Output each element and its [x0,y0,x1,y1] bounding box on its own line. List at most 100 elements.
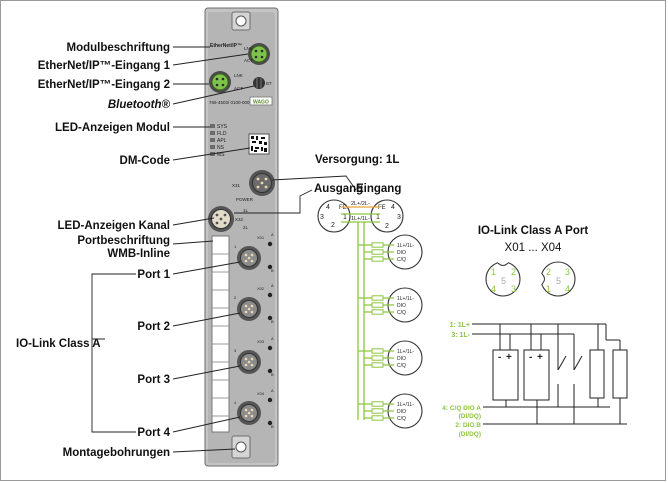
svg-text:1: 1 [343,214,347,221]
svg-text:B: B [271,372,274,377]
output-label: Ausgang [314,183,363,195]
led-ns: NS [217,145,225,151]
label-wmb-inline: WMB-Inline [107,248,170,260]
wire-label-1l: 1L+/1L- [351,216,370,222]
svg-text:+: + [506,352,512,363]
port-x03-label: X03 [257,339,265,344]
port-circuits: 1L+/1L-DIOC/Q1L+/1L-DIOC/Q1L+/1L-DIOC/Q1… [358,234,423,429]
wago-logo-text: WAGO [253,100,269,106]
label-mounting-holes: Montagebohrungen [63,447,170,459]
svg-text:1: 1 [546,284,551,294]
pwr-led-2l: 2L [243,225,249,230]
port-x02-label: X02 [257,286,265,291]
port2-act-label: ACT [234,86,243,91]
label-led-channel: LED-Anzeigen Kanal [58,220,170,232]
label-dm-code: DM-Code [120,155,170,167]
green-bus [357,222,365,420]
supply-pin1: 1: 1L+ [450,322,470,329]
svg-text:B: B [271,268,274,273]
port1-act-label: ACT [244,58,253,63]
top-mounting-hole [235,15,247,27]
svg-text:FE: FE [339,205,347,211]
port-circuit-pin-label: DIO [397,303,406,309]
ethernet-port-1 [250,45,268,63]
pinout-connector-right: 2 3 5 1 4 [540,261,576,297]
svg-text:4: 4 [391,204,395,211]
io-module: EtherNet/IP™ LNK ACT LNK ACT BT 765-4503… [204,7,279,467]
wiring-schematic: 1: 1L+ 3: 1L- 4: C/Q DIO A (DI/DQ) 2: DI… [442,322,628,438]
label-module-label: Modulbeschriftung [67,42,171,54]
svg-text:5: 5 [556,276,561,286]
svg-text:-: - [529,352,532,363]
svg-text:2: 2 [511,267,516,277]
pin2-label: 2: DIO B [455,422,481,429]
io-port-x03: X03 A 3 B [234,336,274,377]
x32-label: X32 [235,217,244,222]
supply-pin3: 3: 1L- [451,332,470,339]
svg-text:5: 5 [501,276,506,286]
port-circuit-pin-label: C/Q [397,363,406,369]
pin2-sub: (DI/DQ) [459,431,481,438]
svg-text:2: 2 [331,222,335,229]
svg-text:B: B [271,319,274,324]
pin4-sub: (DI/DQ) [459,413,481,420]
svg-text:3: 3 [565,267,570,277]
port-title: IO-Link Class A Port [478,225,589,237]
x31-label: X31 [232,183,241,188]
port-label-strip [211,235,230,433]
svg-text:-: - [498,352,501,363]
svg-text:3: 3 [320,214,324,221]
port-circuit-pin-label: 1L+/1L- [397,349,414,355]
bt-label: BT [266,81,272,86]
svg-text:A: A [271,283,274,288]
svg-text:FE: FE [378,205,386,211]
svg-text:A: A [271,336,274,341]
port-circuit-pin-label: DIO [397,409,406,415]
led-fld: FLD [217,131,227,137]
ethernet-port-2 [211,73,229,91]
svg-text:B: B [271,424,274,429]
label-port-4: Port 4 [137,427,170,439]
label-port-label: Portbeschriftung [77,235,170,247]
pwr-led-1l: 1L [243,208,249,213]
svg-text:+: + [537,352,543,363]
port-x01-label: X01 [257,235,265,240]
bluetooth-icon [253,77,265,89]
svg-text:4: 4 [491,284,496,294]
label-port-1: Port 1 [137,269,170,281]
io-port-x01: X01 A 1 B [234,232,274,273]
callout-lines [91,46,255,453]
callout-labels: Modulbeschriftung EtherNet/IP™-Eingang 1… [16,42,171,459]
led-ms: MS [217,152,225,158]
port1-lnk-label: LNK [244,46,253,51]
svg-text:2: 2 [546,267,551,277]
label-ethernet-2: EtherNet/IP™-Eingang 2 [38,79,170,91]
led-sys: SYS [217,124,228,130]
power-label: POWER [236,197,254,202]
label-port-2: Port 2 [137,321,170,333]
pinout-connector-left: 1 2 5 4 3 [485,259,521,297]
port-circuit-pin-label: C/Q [397,257,406,263]
label-bluetooth: Bluetooth® [108,99,171,111]
port-circuit-pin-label: DIO [397,250,406,256]
port-circuit-pin-label: 1L+/1L- [397,296,414,302]
port-x04-label: X04 [257,391,265,396]
port-circuit-pin-label: 1L+/1L- [397,402,414,408]
io-port-x02: X02 A 2 B [234,283,274,324]
svg-text:1: 1 [234,244,237,249]
device-brand: EtherNet/IP™ [210,43,242,49]
svg-text:3: 3 [511,284,516,294]
port-circuit-pin-label: C/Q [397,310,406,316]
svg-text:4: 4 [565,284,570,294]
svg-text:4: 4 [234,400,237,405]
wire-label-2l: 2L+/2L- [351,201,370,207]
supply-label: Versorgung: 1L [315,154,399,166]
bottom-mounting-hole [235,441,247,453]
